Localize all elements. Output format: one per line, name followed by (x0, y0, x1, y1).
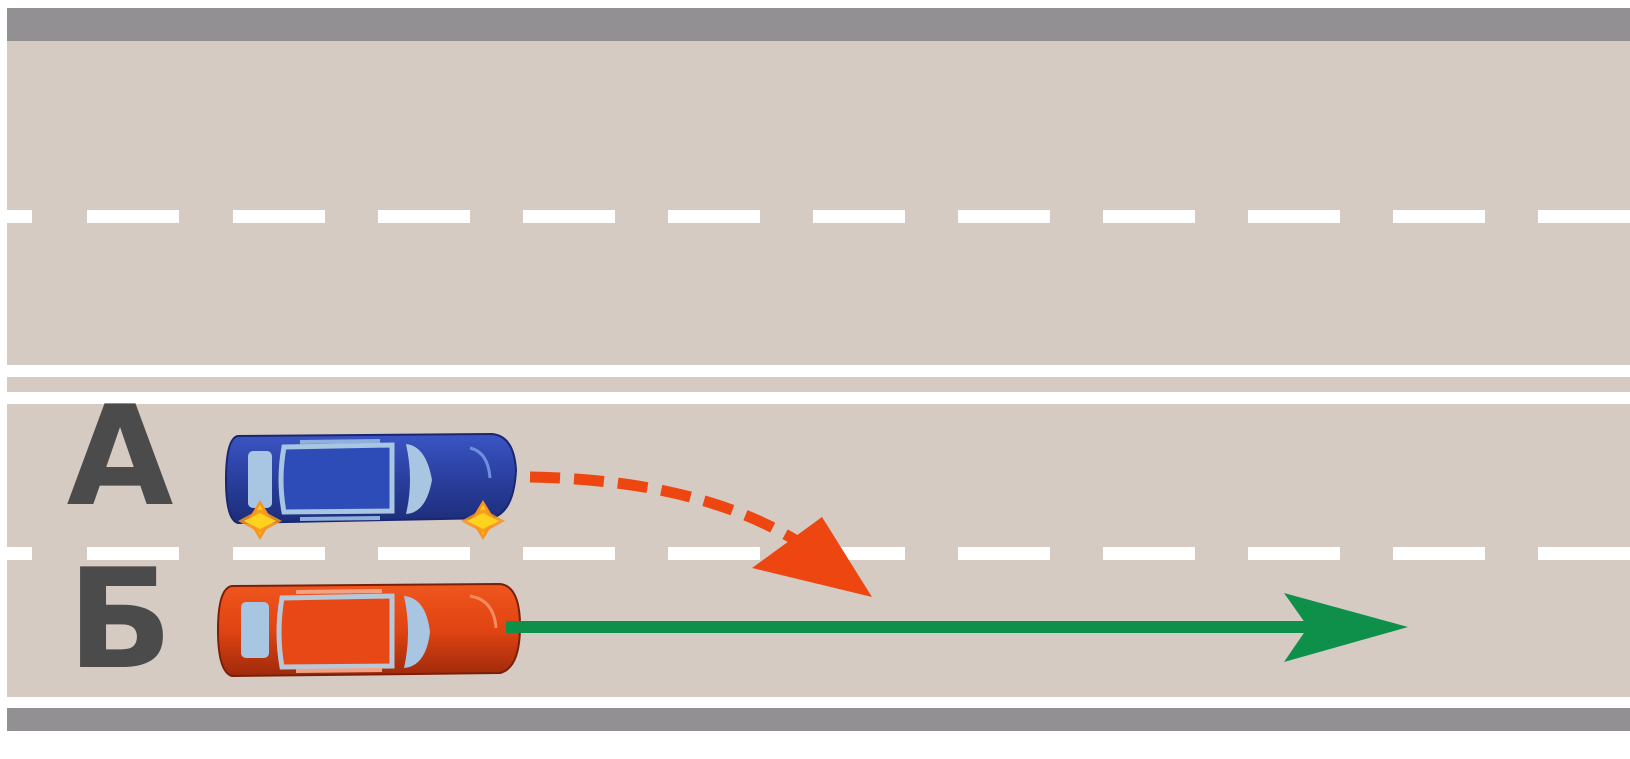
curb-top (7, 8, 1630, 41)
double-solid-line-lower (7, 392, 1630, 404)
frame-left (0, 0, 7, 759)
solid-edge-line (7, 697, 1630, 708)
blue-car-icon (226, 434, 516, 523)
red-car-icon (218, 584, 520, 676)
double-solid-line-upper (7, 365, 1630, 377)
car-a-label: А (67, 376, 174, 537)
frame-top (0, 0, 1630, 8)
car-b-label: Б (67, 539, 172, 700)
frame-bottom (0, 731, 1630, 759)
